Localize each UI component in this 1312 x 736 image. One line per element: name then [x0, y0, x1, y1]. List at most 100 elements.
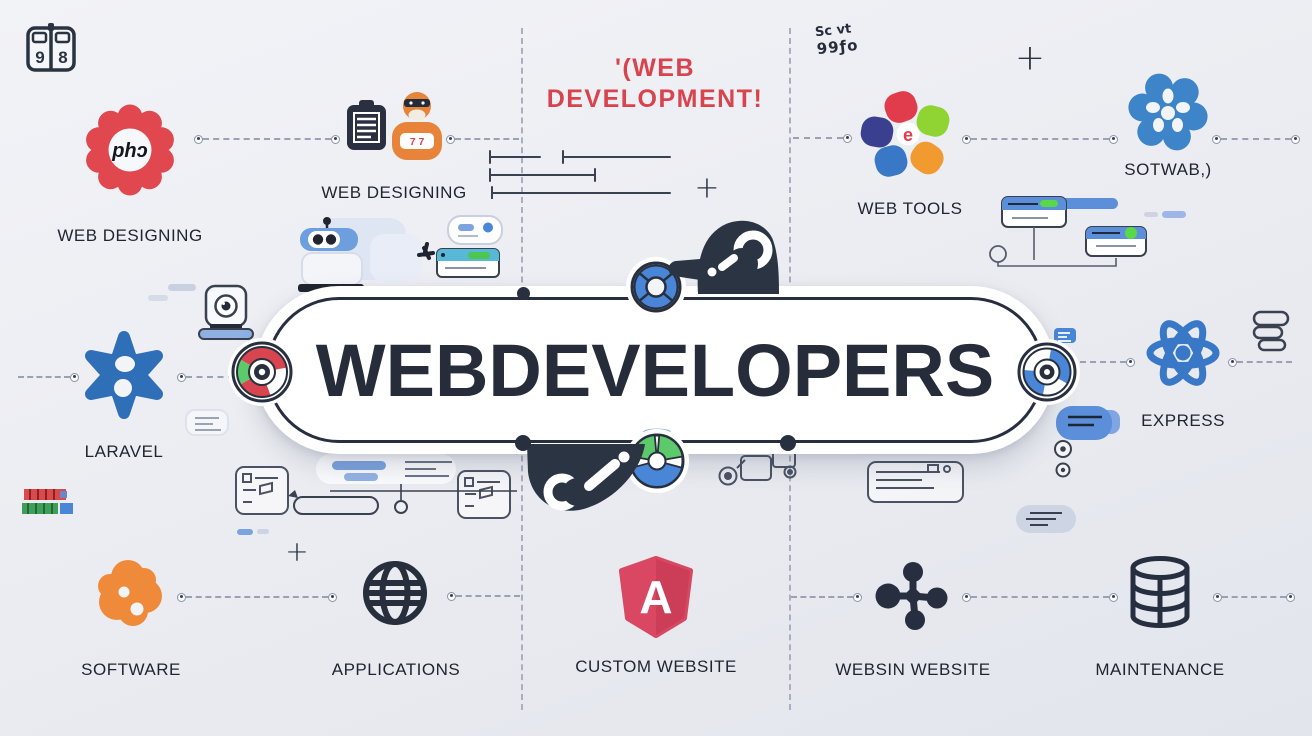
connector-line	[177, 372, 234, 382]
chat-bubble-icon	[1056, 406, 1120, 440]
label-web-tools: WEB TOOLS	[857, 199, 963, 218]
counter-left-digit: 9	[35, 48, 44, 67]
label-custom-website: CUSTOM WEBSITE	[575, 657, 737, 676]
designer-badge-text: 7 7	[410, 136, 425, 148]
plus-mark-icon: +	[285, 534, 309, 568]
claw-icon	[668, 220, 779, 294]
label-sotwab: SOTWAB,)	[1124, 160, 1212, 179]
connector-end-icon	[1228, 357, 1237, 367]
document-stack-icon	[1252, 310, 1290, 352]
connector-end-icon	[177, 592, 186, 602]
chat-bubble-icon	[185, 409, 229, 436]
slider-lines-icon	[489, 150, 671, 199]
banner-title: WEBDEVELOPERS	[315, 328, 995, 412]
atom-icon	[1146, 320, 1220, 386]
connector-end-icon	[1126, 357, 1135, 367]
connector-line	[18, 372, 79, 382]
label-express: EXPRESS	[1141, 411, 1225, 430]
text-pills	[237, 529, 269, 535]
connector-end-icon	[1109, 134, 1118, 144]
angular-icon-text: A	[639, 571, 672, 623]
plus-mark-icon: +	[1014, 37, 1046, 79]
database-icon	[1130, 556, 1190, 628]
label-laravel: LARAVEL	[84, 442, 164, 461]
border-dot	[517, 287, 530, 300]
connector-end-icon	[1212, 134, 1221, 144]
border-dot	[515, 435, 531, 451]
connector-line	[177, 592, 337, 602]
connector-end-icon	[446, 134, 455, 144]
color-flower-icon: e	[860, 91, 950, 177]
connector-line	[446, 134, 519, 144]
browser-card-icon	[1085, 226, 1147, 257]
connector-line	[791, 592, 862, 602]
connector-line	[194, 134, 340, 144]
page-title-line2: DEVELOPMENT!	[546, 85, 764, 113]
connector-end-icon	[1286, 592, 1295, 602]
globe-icon	[363, 561, 427, 625]
connector-end-icon	[177, 372, 186, 382]
connector-line	[447, 591, 520, 601]
connector-end-icon	[1109, 592, 1118, 602]
label-applications: APPLICATIONS	[331, 660, 461, 679]
text-pills	[148, 284, 196, 301]
banner-border: WEBDEVELOPERS	[266, 297, 1044, 443]
rover-icon	[718, 450, 797, 486]
molecule-icon	[875, 562, 948, 630]
wireframe-browser-icon	[867, 461, 964, 503]
connector-end-icon	[843, 133, 852, 143]
orange-blob-icon	[98, 560, 162, 626]
webcam-icon	[198, 284, 254, 340]
connector-end-icon	[70, 372, 79, 382]
label-software: SOFTWARE	[81, 660, 181, 679]
wireframe-card-icon	[457, 470, 511, 519]
text-lines	[405, 461, 452, 477]
wireframe-card-icon	[235, 466, 289, 515]
robot-icon	[298, 217, 435, 292]
php-icon-text: phɔ	[111, 140, 148, 162]
label-websin-website: WEBSIN WEBSITE	[835, 660, 991, 679]
chrome-wheel-icon	[228, 338, 296, 406]
connector-end-icon	[1213, 592, 1222, 602]
border-dot	[780, 435, 796, 451]
chat-bubble-icon	[1016, 505, 1076, 533]
connector-end-icon	[962, 134, 971, 144]
php-flower-icon: phɔ	[86, 104, 174, 196]
connector-end-icon	[447, 591, 456, 601]
connector-line	[962, 134, 1118, 144]
blue-star-icon	[85, 331, 163, 419]
connector-end-icon	[1291, 134, 1300, 144]
angular-shield-icon: A	[619, 556, 693, 638]
target-dots	[1054, 440, 1072, 478]
page-title-line1: '(WEB	[614, 54, 696, 82]
connector-end-icon	[962, 592, 971, 602]
code-badge-icon	[1054, 328, 1076, 343]
connector-line	[1228, 357, 1292, 367]
blue-wheel-icon	[1014, 339, 1080, 405]
connector-end-icon	[328, 592, 337, 602]
pixel-bars-icon	[22, 489, 73, 514]
connector-end-icon	[194, 134, 203, 144]
chat-bubble-icon	[447, 215, 503, 245]
label-maintenance: MAINTENANCE	[1095, 660, 1225, 679]
connector-line	[1213, 592, 1295, 602]
text-pills	[1144, 211, 1186, 218]
label-web-designing-right: WEB DESIGNING	[321, 183, 467, 202]
blue-gear-blob-icon	[1128, 73, 1208, 151]
connector-line	[1212, 134, 1300, 144]
counter-right-digit: 8	[58, 48, 67, 67]
label-web-designing-left: WEB DESIGNING	[57, 226, 203, 245]
flow-line	[288, 484, 517, 515]
plus-mark-icon: +	[694, 170, 720, 206]
counter-icon: 9 8	[26, 23, 76, 72]
connector-line	[962, 592, 1118, 602]
connector-line	[793, 133, 852, 143]
webtools-icon-text: e	[903, 125, 913, 145]
connector-end-icon	[853, 592, 862, 602]
web-designer-icon: 7 7	[347, 92, 442, 160]
claw-icon	[527, 444, 645, 511]
connector-end-icon	[331, 134, 340, 144]
browser-card-icon	[436, 248, 500, 278]
connector-line	[1070, 357, 1135, 367]
